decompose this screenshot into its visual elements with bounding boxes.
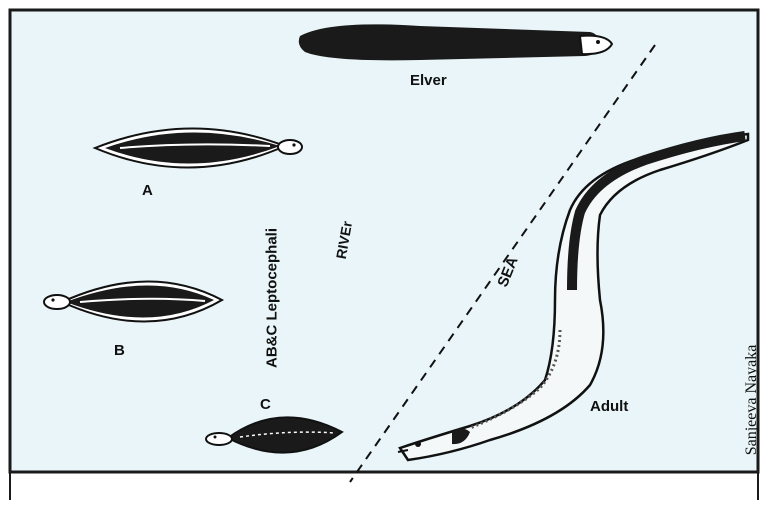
label-a: A: [142, 182, 153, 199]
elver-label: Elver: [410, 72, 447, 89]
label-c: C: [260, 396, 271, 413]
artist-credit: Sanjeeva Nayaka: [743, 345, 761, 456]
leptocephali-label: AB&C Leptocephali: [264, 228, 281, 368]
label-b: B: [114, 342, 125, 359]
diagram-panel: [10, 10, 758, 472]
adult-label: Adult: [590, 398, 628, 415]
